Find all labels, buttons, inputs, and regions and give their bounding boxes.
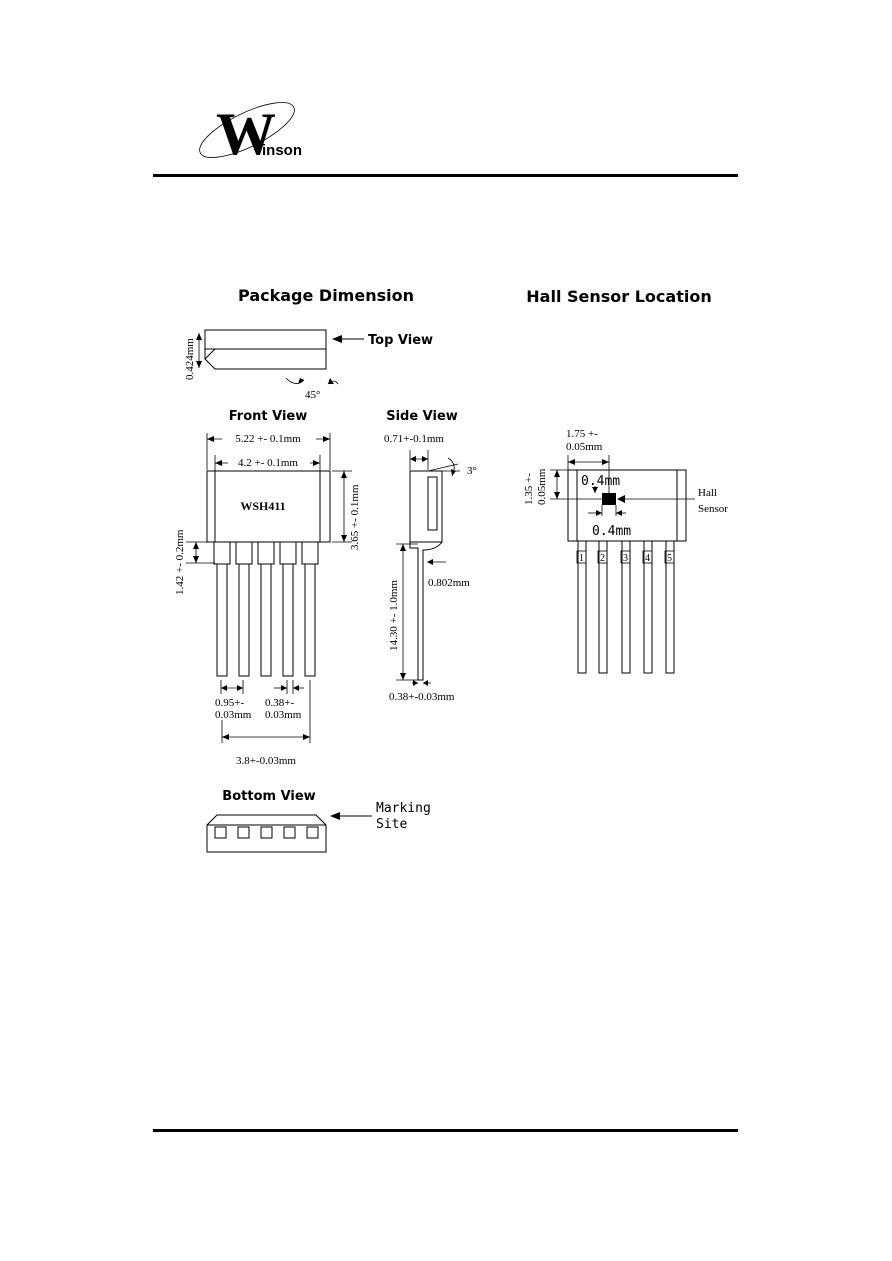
hall-size-dim-bottom: 0.4mm	[592, 524, 631, 539]
front-overall-width-dim: 5.22 +- 0.1mm	[235, 433, 301, 445]
side-angle: 3°	[467, 465, 477, 477]
pin-label-1: 1	[579, 553, 584, 564]
front-body-height-dim: 3.65 +- 0.1mm	[349, 484, 361, 550]
bottom-view-outline	[206, 814, 327, 853]
bottom-view: Bottom View Marking Site	[206, 789, 431, 853]
side-body	[409, 470, 443, 543]
lead	[260, 563, 272, 677]
front-view: Front View 5.22 +- 0.1mm 4.2 +- 0.1mm WS…	[174, 409, 361, 767]
front-pitch-dim-top: 0.95+-	[215, 697, 244, 709]
winson-logo: W inson	[199, 101, 302, 167]
side-view: Side View 0.71+-0.1mm 3° 14.30 +- 1.0mm …	[384, 409, 477, 703]
hall-pins: 1 2 3 4 5	[576, 540, 675, 674]
top-view: 0.424mm Top View 45°	[184, 329, 433, 401]
pin-label-5: 5	[667, 553, 672, 564]
hall-sensor-element	[602, 493, 616, 505]
side-lead-width-dim: 0.38+-0.03mm	[389, 691, 455, 703]
package-dimension-title: Package Dimension	[238, 286, 414, 305]
front-lead-width-dim-top: 0.38+-	[265, 697, 294, 709]
lead	[238, 563, 250, 677]
front-view-label: Front View	[229, 409, 308, 424]
lead	[304, 563, 316, 677]
hall-pin	[665, 540, 675, 674]
top-view-label: Top View	[368, 333, 433, 348]
hall-y-dim-bottom: 0.05mm	[536, 468, 548, 505]
front-lead-width-dim-bottom: 0.03mm	[265, 709, 302, 721]
hall-sensor-view: 1.75 +- 0.05mm 1.35 +- 0.05mm 0.4mm 0.4m…	[523, 428, 728, 674]
hall-pin	[643, 540, 653, 674]
lead	[216, 563, 228, 677]
hall-size-dim-top: 0.4mm	[581, 474, 620, 489]
hall-x-dim-bottom: 0.05mm	[566, 441, 603, 453]
front-lead-shoulder-dim: 1.42 +- 0.2mm	[174, 529, 186, 595]
hall-pin	[577, 540, 587, 674]
top-view-angle: 45°	[305, 389, 320, 401]
top-view-outline	[204, 329, 327, 370]
hall-sensor-label-line2: Sensor	[698, 503, 728, 515]
hall-sensor-title: Hall Sensor Location	[526, 287, 711, 306]
front-body-width-dim: 4.2 +- 0.1mm	[238, 457, 298, 469]
pin-label-2: 2	[600, 553, 605, 564]
bottom-view-label: Bottom View	[222, 789, 315, 804]
side-thickness-dim: 0.71+-0.1mm	[384, 433, 444, 445]
side-lead	[409, 541, 443, 681]
front-pitch-dim-bottom: 0.03mm	[215, 709, 252, 721]
hall-sensor-label-line1: Hall	[698, 487, 717, 499]
logo-rest: inson	[262, 142, 302, 159]
side-lead-offset-dim: 0.802mm	[428, 577, 470, 589]
marking-site-line2: Site	[376, 817, 407, 832]
front-span-dim: 3.8+-0.03mm	[236, 755, 296, 767]
part-marking: WSH411	[240, 499, 285, 513]
hall-pin	[598, 540, 608, 674]
logo-initial: W	[216, 101, 276, 167]
pin-label-4: 4	[645, 553, 650, 564]
marking-site-line1: Marking	[376, 801, 431, 816]
logo-swoosh	[199, 102, 295, 158]
hall-x-dim-top: 1.75 +-	[566, 428, 598, 440]
hall-pin	[621, 540, 631, 674]
pin-label-3: 3	[623, 553, 628, 564]
top-view-height-dim: 0.424mm	[184, 338, 196, 380]
front-leads	[213, 541, 319, 677]
side-view-label: Side View	[386, 409, 458, 424]
side-lead-length-dim: 14.30 +- 1.0mm	[388, 580, 400, 651]
lead	[282, 563, 294, 677]
hall-y-dim-top: 1.35 +-	[523, 473, 535, 505]
